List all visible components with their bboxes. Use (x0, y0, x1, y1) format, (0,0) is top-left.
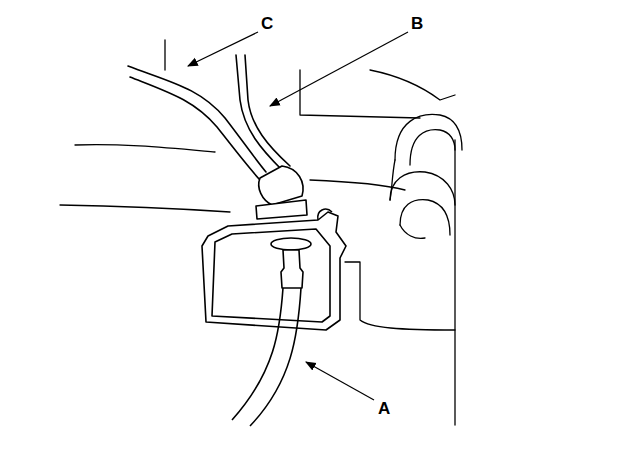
pipe-c (130, 77, 260, 180)
flexible-hose (250, 288, 301, 426)
hose-collar (271, 238, 311, 250)
fitting (256, 166, 307, 219)
flare-nut (259, 166, 303, 205)
mounting-bracket (202, 209, 346, 330)
bracket-outline (202, 212, 346, 330)
body-edge (454, 140, 455, 425)
background-body (60, 40, 462, 425)
background-hose (400, 200, 450, 235)
background-hose (410, 130, 455, 165)
body-line (370, 70, 455, 100)
body-line (310, 180, 405, 190)
leader-line (188, 32, 258, 66)
pipe-b (245, 55, 290, 166)
hose-end-fitting (281, 250, 303, 288)
bracket-clip (318, 209, 332, 220)
brake-pipes (128, 55, 290, 180)
body-line (60, 205, 230, 212)
background-hose (390, 160, 395, 200)
body-line (345, 262, 455, 330)
leader-line (306, 362, 374, 400)
body-line (75, 145, 215, 152)
fitting-nut (256, 200, 307, 219)
pipe-b (236, 55, 282, 170)
callout-letter: B (409, 14, 425, 33)
callout-letter: A (376, 399, 392, 418)
body-line (300, 70, 420, 118)
body-line (164, 40, 165, 70)
leader-lines (188, 32, 408, 400)
bracket-inner (212, 229, 330, 322)
hose-a (232, 238, 311, 426)
callout-letter: C (259, 14, 275, 33)
background-hose (400, 225, 425, 238)
flexible-hose (232, 288, 283, 420)
leader-line (270, 32, 408, 106)
